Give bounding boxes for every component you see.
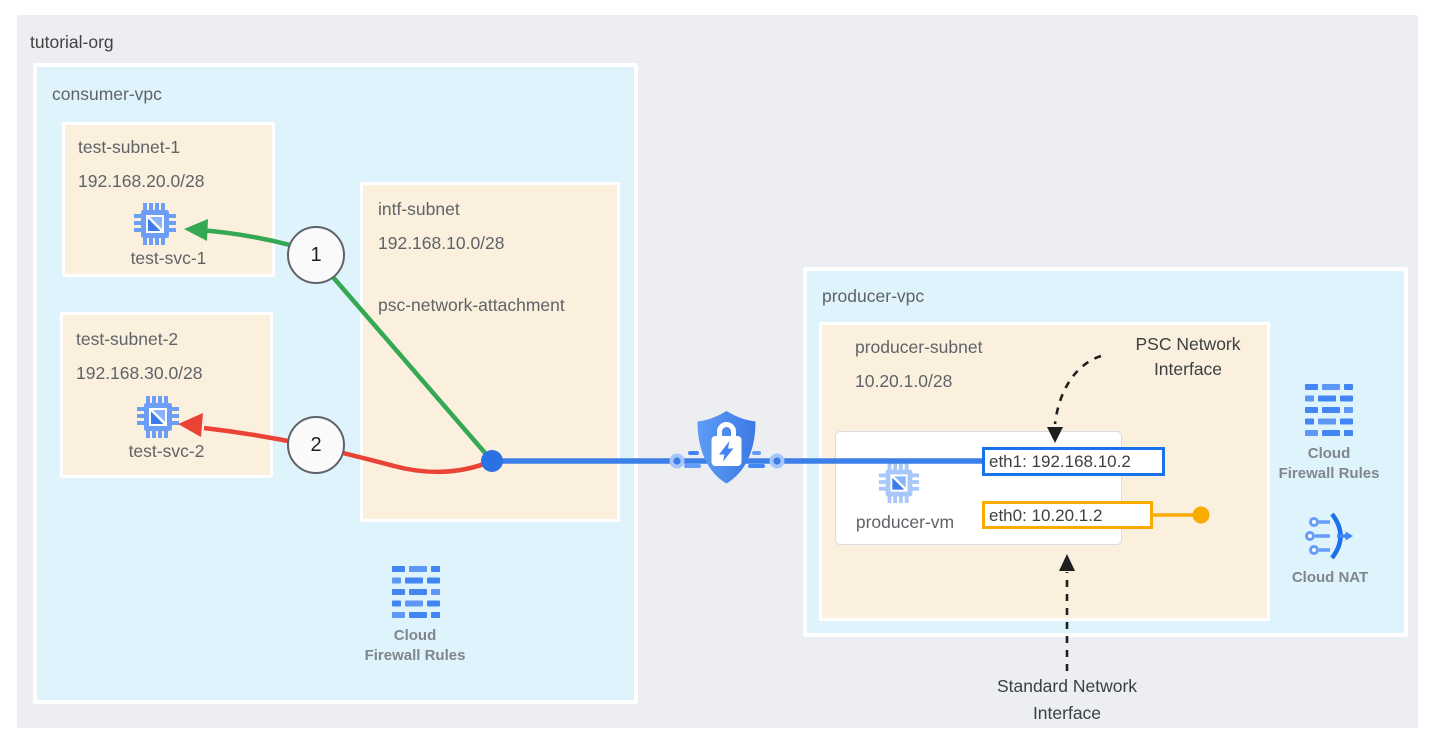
producer-firewall-caption: Cloud Firewall Rules: [1246, 444, 1412, 484]
consumer-firewall-caption: Cloud Firewall Rules: [330, 626, 500, 666]
intf-subnet-cidr: 192.168.10.0/28: [378, 233, 505, 253]
test-subnet-1-name: test-subnet-1: [78, 137, 181, 157]
eth0-interface-box: eth0: 10.20.1.2: [982, 501, 1153, 529]
producer-vpc-label: producer-vpc: [822, 286, 925, 306]
annotation-line: Interface: [1153, 359, 1223, 379]
tutorial-org-label: tutorial-org: [30, 32, 114, 52]
step-badge-2: 2: [287, 416, 345, 474]
test-subnet-1-cidr: 192.168.20.0/28: [78, 171, 205, 191]
intf-subnet-name: intf-subnet: [378, 199, 460, 219]
caption-line: Firewall Rules: [1278, 465, 1380, 482]
test-subnet-2-name: test-subnet-2: [76, 329, 179, 349]
test-svc-2-label: test-svc-2: [128, 441, 205, 461]
caption-line: Firewall Rules: [364, 647, 466, 664]
eth1-interface-box: eth1: 192.168.10.2: [982, 447, 1165, 476]
vm-icon: [878, 462, 920, 504]
test-subnet-2-cidr: 192.168.30.0/28: [76, 363, 203, 383]
cloud-firewall-rules-icon: [392, 566, 440, 618]
test-svc-1-label: test-svc-1: [130, 248, 207, 268]
caption-line: Cloud: [393, 627, 437, 644]
psc-network-attachment-label: psc-network-attachment: [378, 295, 565, 315]
caption-line: Cloud: [1307, 445, 1351, 462]
cloud-firewall-rules-icon: [1305, 384, 1353, 436]
annotation-line: Standard Network: [996, 676, 1138, 696]
cloud-nat-caption: Cloud NAT: [1291, 569, 1369, 586]
producer-subnet-name: producer-subnet: [855, 337, 983, 357]
consumer-vpc-label: consumer-vpc: [52, 84, 162, 104]
vm-icon: [133, 202, 177, 246]
annotation-line: Interface: [1032, 703, 1102, 723]
standard-network-interface-annotation: Standard Network Interface: [967, 673, 1167, 727]
producer-vm-label: producer-vm: [855, 512, 955, 532]
annotation-line: PSC Network: [1135, 334, 1241, 354]
psc-network-interface-annotation: PSC Network Interface: [1105, 332, 1271, 382]
cloud-nat-icon: [1303, 510, 1355, 562]
producer-subnet-cidr: 10.20.1.0/28: [855, 371, 953, 391]
step-badge-1: 1: [287, 226, 345, 284]
vm-icon: [136, 395, 180, 439]
